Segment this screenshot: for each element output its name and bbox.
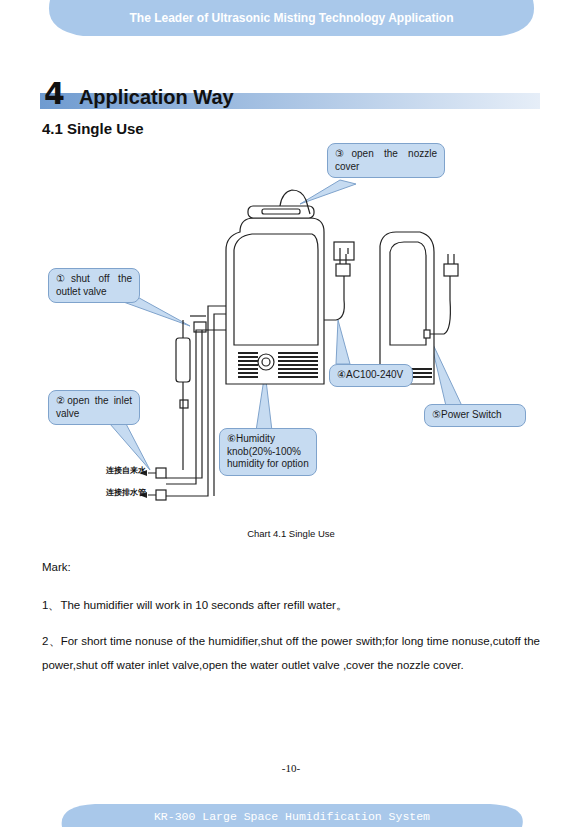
note-text: 1、The humidifier will work in 10 seconds… xyxy=(42,598,542,613)
callout-bubble: ①shut off the outlet valve xyxy=(48,268,140,303)
node-text: KR-300 Large Space Humidification System xyxy=(154,810,430,823)
callout-bubble: ⑤Power Switch xyxy=(424,404,526,427)
section-heading: 4 Application Way xyxy=(40,76,540,111)
note-heading: Mark: xyxy=(42,561,242,573)
callout-bubble: ③open the nozzle cover xyxy=(327,143,445,178)
node-text: ②open the inlet valve xyxy=(56,395,132,420)
node-text: ⑥Humidity knob(20%-100% humidity for opt… xyxy=(227,433,309,471)
node-text: The Leader of Ultrasonic Misting Technol… xyxy=(129,11,453,25)
node-text: Application Way xyxy=(79,86,234,109)
page-number: -10- xyxy=(241,762,341,774)
header-band: The Leader of Ultrasonic Misting Technol… xyxy=(60,11,523,25)
callout-bubble: ②open the inlet valve xyxy=(48,390,140,425)
node-text: ③open the nozzle cover xyxy=(335,148,437,173)
callout-bubble: ④AC100-240V xyxy=(329,364,413,387)
callout-bubble: ⑥Humidity knob(20%-100% humidity for opt… xyxy=(219,428,317,476)
figure-caption: Chart 4.1 Single Use xyxy=(141,528,441,539)
node-text: 4 xyxy=(44,76,65,111)
node-text: ⑤Power Switch xyxy=(432,409,518,422)
subheading: 4.1 Single Use xyxy=(42,120,342,137)
node-text: ④AC100-240V xyxy=(337,369,405,382)
pipe-label: 连接排水管 xyxy=(106,488,166,498)
node-text: ①shut off the outlet valve xyxy=(56,273,132,298)
note-text: 2、For short time nonuse of the humidifie… xyxy=(42,630,540,677)
pipe-label: 连接自来水 xyxy=(106,466,166,476)
footer-band: KR-300 Large Space Humidification System xyxy=(62,809,522,823)
